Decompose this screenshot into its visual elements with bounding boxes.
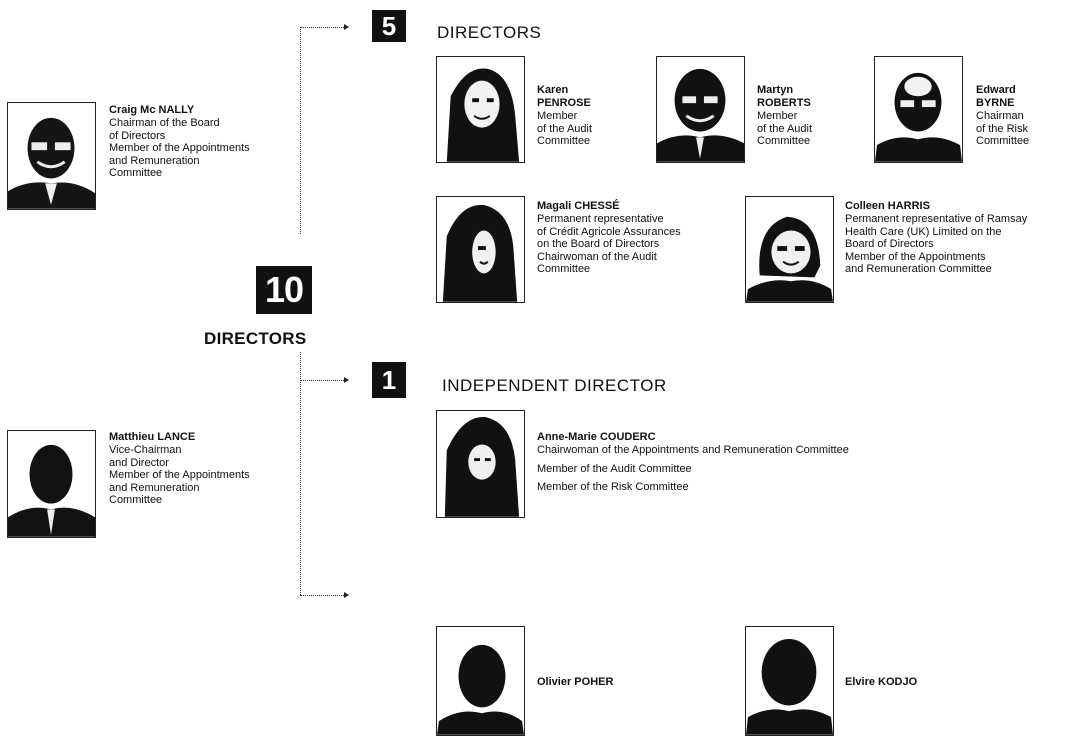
independent-count-badge: 1 (372, 362, 406, 398)
member-craig: Craig Mc NALLY Chairman of the Board of … (109, 104, 294, 180)
member-role: Chairwoman of the Appointments and Remun… (537, 444, 849, 456)
directors-heading: DIRECTORS (437, 23, 542, 42)
arrow-right-icon (344, 592, 349, 598)
member-name: Magali CHESSÉ (537, 200, 620, 212)
arrow-right-icon (344, 377, 349, 383)
independent-heading: INDEPENDENT DIRECTOR (442, 376, 667, 395)
connector-to-independent (300, 380, 344, 381)
member-magali: Magali CHESSÉ Permanent representative o… (537, 200, 737, 276)
member-colleen: Colleen HARRIS Permanent representative … (845, 200, 1073, 276)
member-role: Member of the Appointments and Remunerat… (845, 250, 992, 276)
member-role: Member of the Risk Committee (537, 481, 689, 493)
portrait-olivier (436, 626, 525, 736)
member-name: Edward BYRNE (976, 84, 1016, 109)
portrait-edward (874, 56, 963, 163)
directors-count-badge: 5 (372, 10, 406, 42)
portrait-colleen (745, 196, 834, 303)
arrow-right-icon (344, 24, 349, 30)
member-edward: Edward BYRNE Chairman of the Risk Commit… (976, 84, 1071, 148)
member-name: Karen PENROSE (537, 84, 591, 109)
member-karen: Karen PENROSE Member of the Audit Commit… (537, 84, 642, 148)
member-name: Craig Mc NALLY (109, 104, 195, 116)
member-role: Chairman of the Board of Directors (109, 117, 220, 142)
member-name: Anne-Marie COUDERC (537, 431, 656, 443)
portrait-craig (7, 102, 96, 210)
member-name: Martyn ROBERTS (757, 84, 811, 109)
portrait-matthieu (7, 430, 96, 538)
member-role: Member of the Appointments and Remunerat… (109, 469, 250, 506)
member-role: Member of the Audit Committee (757, 110, 813, 147)
member-anne-marie: Anne-Marie COUDERC Chairwoman of the App… (537, 431, 937, 494)
connector-vertical-top (300, 27, 301, 234)
member-role: Member of the Appointments and Remunerat… (109, 142, 250, 179)
member-role: Permanent representative of Ramsay Healt… (845, 213, 1028, 250)
portrait-karen (436, 56, 525, 163)
member-role: Chairwoman of the Audit Committee (537, 250, 657, 276)
member-name: Olivier POHER (537, 676, 614, 688)
portrait-elvire (745, 626, 834, 736)
member-role: Member of the Audit Committee (537, 462, 692, 475)
total-label: DIRECTORS (204, 329, 307, 348)
member-role: Permanent representative of Crédit Agric… (537, 213, 681, 250)
member-olivier: Olivier POHER (537, 676, 687, 689)
member-martyn: Martyn ROBERTS Member of the Audit Commi… (757, 84, 862, 148)
member-matthieu: Matthieu LANCE Vice-Chairman and Directo… (109, 431, 294, 507)
member-name: Matthieu LANCE (109, 431, 196, 443)
connector-to-directors (300, 27, 344, 28)
member-role: Chairman of the Risk Committee (976, 110, 1030, 147)
portrait-martyn (656, 56, 745, 163)
total-count-badge: 10 (256, 266, 312, 314)
member-name: Elvire KODJO (845, 676, 918, 688)
member-name: Colleen HARRIS (845, 200, 930, 212)
connector-to-bottom (300, 595, 344, 596)
member-elvire: Elvire KODJO (845, 676, 995, 689)
portrait-anne-marie (436, 410, 525, 518)
connector-vertical-bottom (300, 352, 301, 595)
member-role: Vice-Chairman and Director (109, 444, 182, 469)
member-role: Member of the Audit Committee (537, 110, 593, 147)
portrait-magali (436, 196, 525, 303)
